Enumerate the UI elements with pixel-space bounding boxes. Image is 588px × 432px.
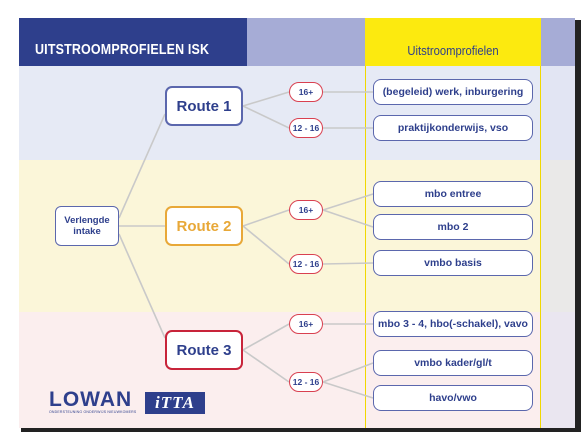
route3-node: Route 3 (165, 330, 243, 370)
outcome-node: mbo entree (373, 181, 533, 207)
header-end (541, 18, 575, 66)
frame-shadow-bottom (21, 428, 581, 432)
outcome-node: mbo 3 - 4, hbo(-schakel), vavo (373, 311, 533, 337)
outcome-node: praktijkonderwijs, vso (373, 115, 533, 141)
lowan-logo-subtitle: ONDERSTEUNING ONDERWIJS NIEUWKOMERS (49, 410, 137, 414)
connector-lines (118, 91, 374, 399)
route1-node: Route 1 (165, 86, 243, 126)
outcome-node: havo/vwo (373, 385, 533, 411)
lowan-logo: LOWAN ONDERSTEUNING ONDERWIJS NIEUWKOMER… (49, 388, 136, 414)
header-bar (19, 18, 247, 66)
outcome-node: vmbo kader/gl/t (373, 350, 533, 376)
header-mid (247, 18, 365, 66)
page-title: UITSTROOMPROFIELEN ISK (35, 42, 210, 58)
age-node: 12 - 16 (289, 372, 323, 392)
age-node: 16+ (289, 200, 323, 220)
right-edge-strip (541, 66, 575, 428)
itta-logo: iTTA (145, 392, 205, 414)
age-node: 12 - 16 (289, 254, 323, 274)
intake-node: Verlengde intake (55, 206, 119, 246)
age-node: 16+ (289, 82, 323, 102)
frame-shadow-right (575, 20, 581, 428)
age-node: 16+ (289, 314, 323, 334)
diagram-frame: UITSTROOMPROFIELEN ISK Uitstroomprofiele… (19, 18, 575, 428)
outcome-node: (begeleid) werk, inburgering (373, 79, 533, 105)
lowan-logo-text: LOWAN (49, 388, 133, 411)
header-column (365, 18, 541, 66)
outcome-node: vmbo basis (373, 250, 533, 276)
column-title: Uitstroomprofielen (407, 44, 499, 58)
route2-node: Route 2 (165, 206, 243, 246)
outcome-node: mbo 2 (373, 214, 533, 240)
outcome-column (365, 66, 541, 428)
age-node: 12 - 16 (289, 118, 323, 138)
